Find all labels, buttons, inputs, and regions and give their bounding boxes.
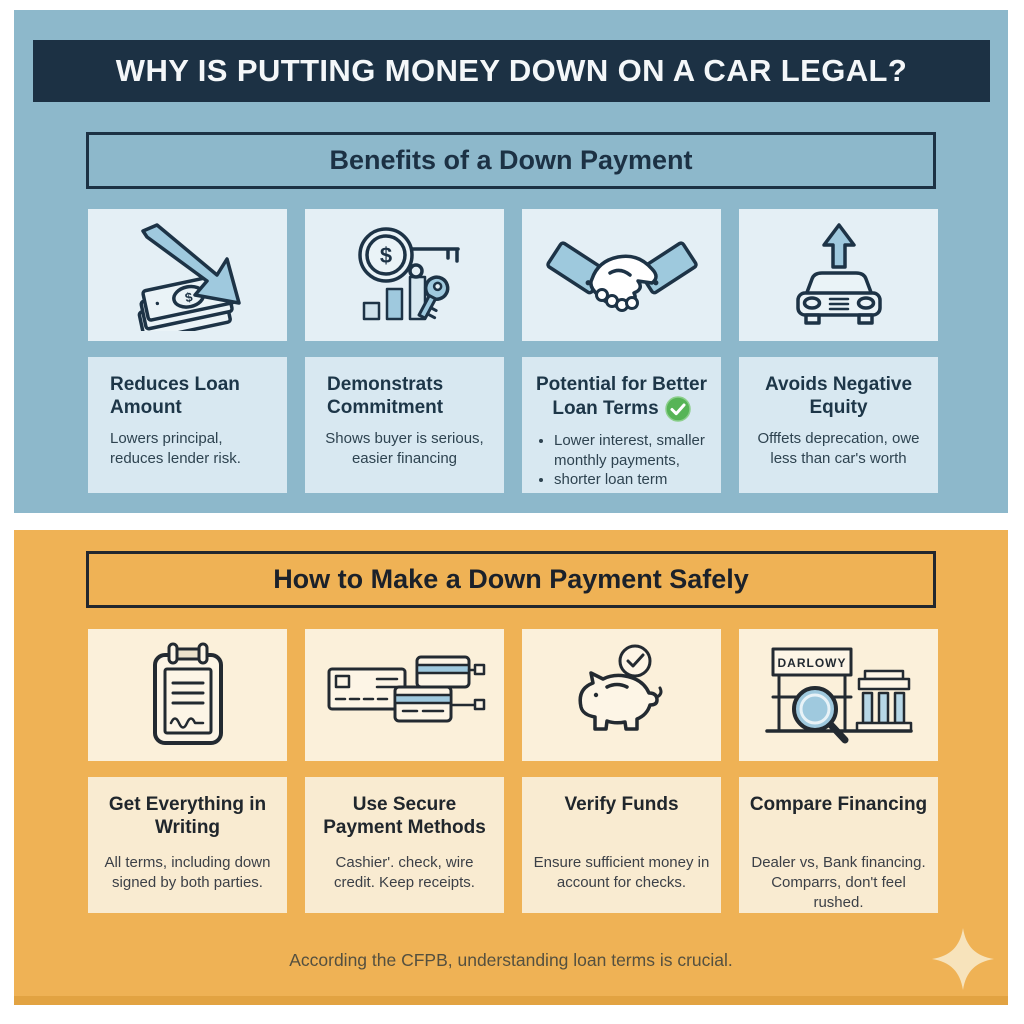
- card-bullets: Lower interest, smaller monthly payments…: [532, 431, 711, 490]
- benefit-tile: $: [305, 209, 504, 341]
- card-body: Dealer vs, Bank financing. Comparrs, don…: [751, 854, 926, 911]
- benefit-card: Potential for Better Loan Terms Lower in…: [522, 357, 721, 493]
- card-title: Get Everything in Writing: [108, 794, 267, 839]
- benefits-banner: Benefits of a Down Payment: [86, 132, 936, 189]
- benefits-section: WHY IS PUTTING MONEY DOWN ON A CAR LEGAL…: [14, 10, 1008, 513]
- card-title: Potential for Better Loan Terms: [532, 373, 711, 422]
- bullet-item: Lower interest, smaller monthly payments…: [554, 431, 711, 470]
- svg-text:$: $: [379, 243, 391, 268]
- benefit-tile: [739, 209, 938, 341]
- card-title: Use Secure Payment Methods: [323, 794, 486, 839]
- benefit-card: Avoids Negative Equity Offfets deprecati…: [739, 357, 938, 493]
- piggy-bank-check-icon: [578, 644, 662, 731]
- benefit-tile: [522, 209, 721, 341]
- check-circle-icon: [664, 396, 691, 422]
- clipboard-signature-icon: [152, 642, 223, 745]
- safety-card: Verify Funds Ensure sufficient money in …: [522, 777, 721, 913]
- benefit-card: Demonstrats Commitment Shows buyer is se…: [305, 357, 504, 493]
- benefit-tile: $: [88, 209, 287, 341]
- page-title: WHY IS PUTTING MONEY DOWN ON A CAR LEGAL…: [115, 53, 908, 88]
- benefit-card: Reduces Loan Amount Lowers principal, re…: [88, 357, 287, 493]
- car-up-arrow-icon: [795, 223, 882, 325]
- handshake-icon: [545, 241, 698, 312]
- card-body: Shows buyer is serious, easier financing: [325, 430, 484, 467]
- card-title: Avoids Negative Equity: [764, 374, 913, 419]
- safety-section: How to Make a Down Payment Safely: [14, 530, 1008, 1005]
- main-title-bar: WHY IS PUTTING MONEY DOWN ON A CAR LEGAL…: [33, 40, 990, 102]
- dealership-sign-label: DARLOWY: [777, 656, 846, 670]
- safety-tile: [88, 629, 287, 761]
- safety-tile: [522, 629, 721, 761]
- check-and-cards-icon: [327, 655, 485, 723]
- safety-icon-row: DARLOWY: [88, 629, 938, 761]
- card-title: Reduces Loan Amount: [110, 374, 240, 419]
- benefits-icon-row: $ $: [88, 209, 938, 341]
- safety-tile: [305, 629, 504, 761]
- card-body: Cashier'. check, wire credit. Keep recei…: [334, 854, 475, 891]
- card-body: All terms, including down signed by both…: [104, 854, 271, 891]
- sparkle-icon: [932, 928, 994, 990]
- safety-card: Use Secure Payment Methods Cashier'. che…: [305, 777, 504, 913]
- card-title: Verify Funds: [564, 794, 679, 815]
- footer-note: According the CFPB, understanding loan t…: [289, 950, 733, 970]
- safety-tile: DARLOWY: [739, 629, 938, 761]
- benefits-card-row: Reduces Loan Amount Lowers principal, re…: [88, 357, 938, 493]
- safety-card: Get Everything in Writing All terms, inc…: [88, 777, 287, 913]
- svg-text:$: $: [183, 289, 194, 305]
- safety-banner: How to Make a Down Payment Safely: [86, 551, 936, 608]
- coin-key-chart-icon: $: [357, 227, 460, 321]
- card-title: Demonstrats Commitment: [327, 374, 444, 419]
- safety-card: Compare Financing Dealer vs, Bank financ…: [739, 777, 938, 913]
- bullet-item: shorter loan term: [554, 470, 711, 490]
- card-body: Ensure sufficient money in account for c…: [533, 854, 710, 891]
- dealership-bank-icon: DARLOWY: [764, 647, 913, 744]
- safety-card-row: Get Everything in Writing All terms, inc…: [88, 777, 938, 913]
- cash-decline-icon: $: [137, 223, 241, 331]
- card-title: Compare Financing: [749, 794, 928, 815]
- card-body: Lowers principal, reduces lender risk.: [110, 430, 241, 467]
- card-body: Offfets deprecation, owe less than car's…: [757, 430, 920, 467]
